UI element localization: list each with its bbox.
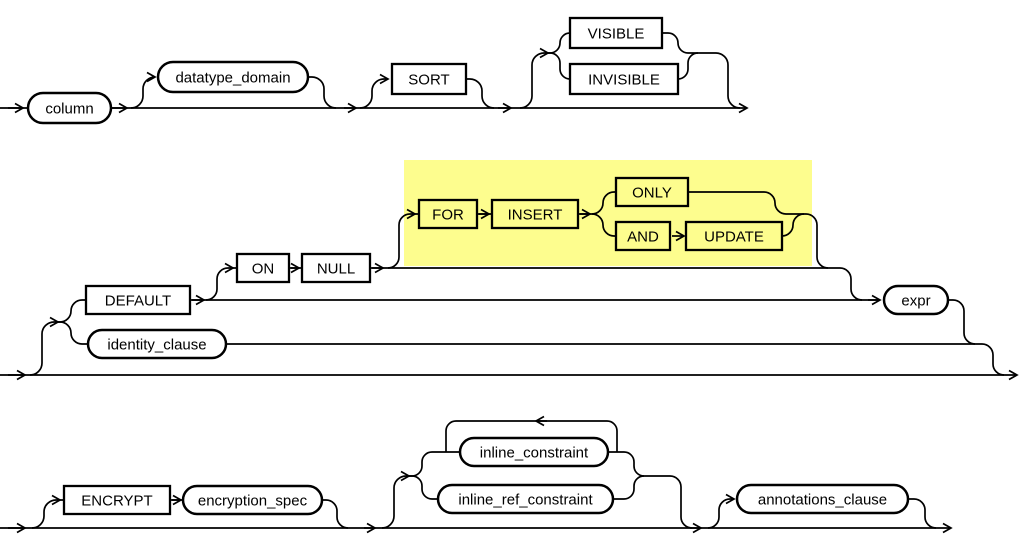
row-3: ENCRYPT encryption_spec inline_constrain… [0, 415, 953, 534]
node-label-sort: SORT [408, 72, 449, 89]
connector [948, 299, 976, 345]
node-sort [390, 62, 468, 96]
node-identity-clause [86, 328, 228, 360]
connector [58, 299, 86, 323]
connector [325, 499, 349, 529]
connector [58, 321, 88, 345]
connector [839, 267, 863, 301]
connector [409, 451, 433, 477]
node-label-datatype-domain: datatype_domain [175, 70, 290, 87]
node-column [26, 91, 113, 125]
row-1: column datatype_domain SORT VISIBLE INVI… [0, 16, 749, 125]
node-label-inline-constraint: inline_constraint [480, 445, 589, 462]
connector [623, 475, 645, 500]
connector [308, 76, 337, 109]
node-on [235, 252, 291, 284]
connector [548, 32, 571, 54]
node-visible [568, 16, 664, 50]
connector [548, 52, 571, 80]
node-label-column: column [45, 101, 93, 118]
node-label-encrypt: ENCRYPT [81, 493, 152, 510]
node-label-annotations-clause: annotations_clause [758, 492, 887, 509]
connector [409, 475, 433, 500]
connector [781, 213, 805, 237]
node-label-visible: VISIBLE [588, 26, 645, 43]
node-label-default: DEFAULT [105, 293, 171, 310]
node-encryption-spec [181, 484, 324, 516]
node-label-null: NULL [317, 261, 355, 278]
node-label-only: ONLY [632, 185, 672, 202]
connector [688, 191, 787, 215]
node-encrypt [62, 484, 172, 516]
node-label-for: FOR [432, 207, 464, 224]
connector [677, 52, 699, 80]
connector [591, 191, 616, 215]
connector [662, 32, 689, 54]
row-2: DEFAULT ON NULL FOR INSERT ONLY AND UPDA… [0, 176, 1019, 381]
node-label-inline-ref-constraint: inline_ref_constraint [458, 492, 593, 509]
node-default [84, 284, 192, 316]
node-only [614, 176, 690, 208]
node-label-identity-clause: identity_clause [107, 337, 206, 354]
connector [688, 52, 741, 109]
node-label-on: ON [252, 261, 275, 278]
connector [591, 213, 616, 237]
node-inline-constraint [458, 436, 610, 468]
node-for [417, 198, 479, 230]
connector [130, 71, 157, 109]
node-null [300, 252, 372, 284]
node-datatype-domain [156, 60, 310, 94]
node-label-update: UPDATE [704, 229, 764, 246]
connector [466, 78, 495, 109]
connector [908, 498, 937, 529]
connector [623, 451, 645, 477]
node-update [684, 220, 784, 252]
node-label-and: AND [627, 229, 659, 246]
node-and [614, 220, 672, 252]
connector [205, 262, 235, 301]
connector [359, 73, 390, 109]
node-label-invisible: INVISIBLE [588, 72, 660, 89]
connector [519, 47, 550, 109]
node-label-insert: INSERT [508, 207, 563, 224]
node-expr [882, 284, 950, 316]
node-label-encryption-spec: encryption_spec [198, 493, 308, 510]
connector [387, 208, 417, 269]
node-invisible [568, 62, 680, 96]
node-insert [490, 198, 580, 230]
connector [707, 493, 736, 529]
connector [31, 494, 62, 529]
connector [786, 213, 829, 269]
connector [977, 343, 1005, 376]
loop-connector [445, 420, 618, 452]
node-annotations-clause [735, 483, 910, 515]
node-label-expr: expr [901, 293, 930, 310]
connector [381, 470, 411, 529]
node-inline-ref-constraint [436, 483, 615, 515]
connector [29, 316, 60, 376]
connector [644, 475, 693, 529]
